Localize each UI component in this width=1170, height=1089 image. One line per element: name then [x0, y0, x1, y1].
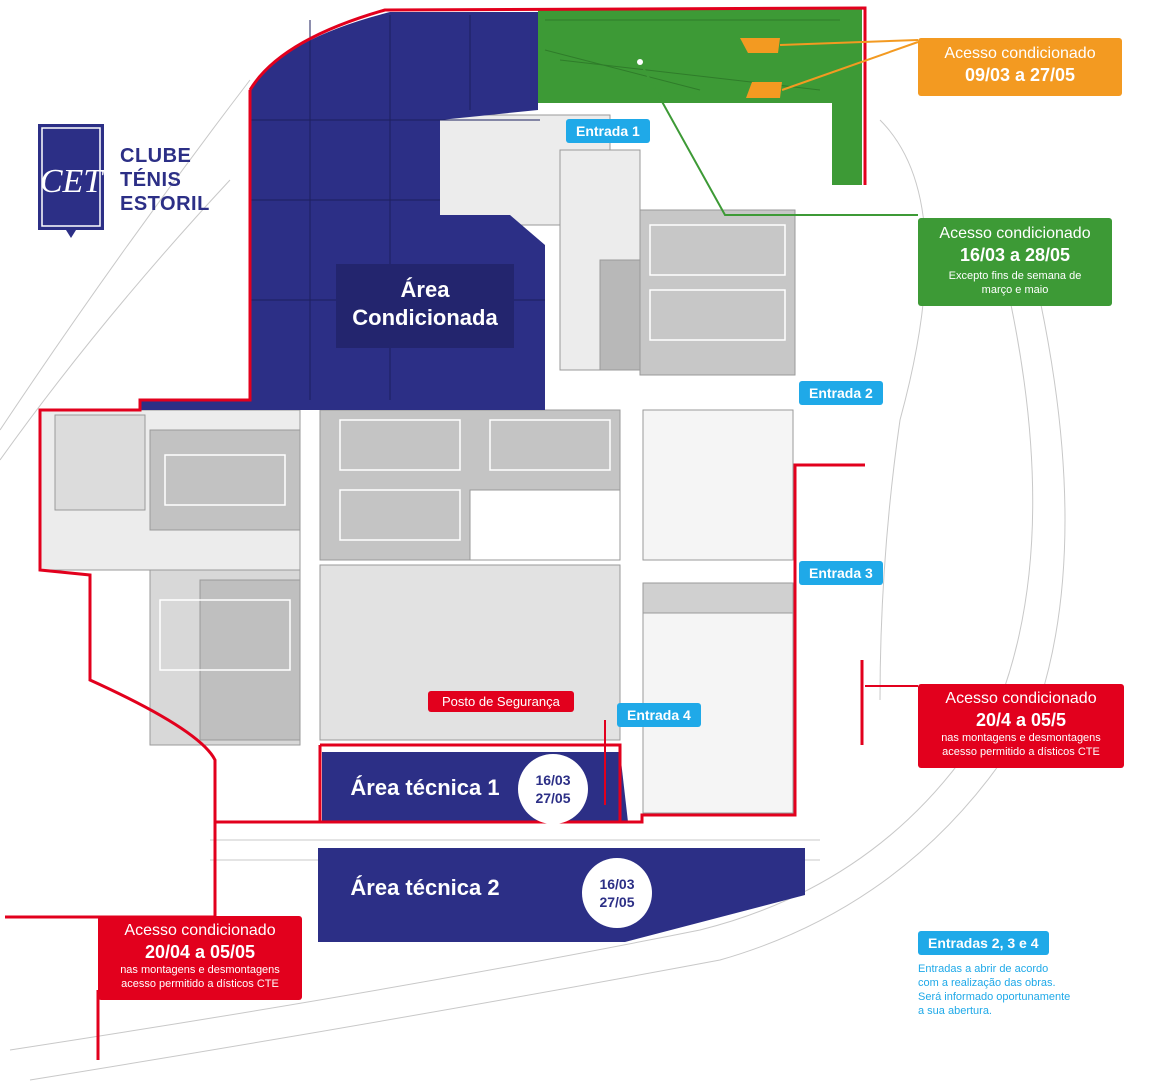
callout-red-right-line3: nas montagens e desmontagens: [941, 732, 1101, 744]
callout-green: Acesso condicionado 16/03 a 28/05 Except…: [918, 218, 1112, 306]
crest-monogram: CET: [40, 163, 104, 200]
orange-parking-1: [740, 38, 780, 53]
area-tecnica-2-date-start: 16/03: [599, 876, 635, 892]
callout-green-line3: Excepto fins de semana de: [948, 270, 1082, 282]
entrances-note-line2: com a realização das obras.: [918, 977, 1056, 989]
area-tecnica-2-shape: [318, 848, 805, 942]
callout-red-right-line2: 20/4 a 05/5: [975, 710, 1067, 730]
area-condicionada-line2: Condicionada: [352, 305, 498, 330]
entrance-3: Entrada 3: [799, 561, 883, 585]
callout-red-left: Acesso condicionado 20/04 a 05/05 nas mo…: [98, 916, 302, 1000]
orange-parking-2: [746, 82, 782, 98]
callout-green-line4: março e maio: [981, 284, 1049, 296]
callout-orange: Acesso condicionado 09/03 a 27/05: [918, 38, 1122, 96]
club-name: CLUBE TÉNIS ESTORIL: [120, 144, 210, 216]
green-access-zone: [538, 8, 862, 185]
entrances-note-line3: Será informado oportunamente: [918, 991, 1071, 1003]
area-tecnica-2-label: Área técnica 2: [350, 875, 500, 900]
area-tecnica-1-dates: 16/03 27/05: [518, 754, 588, 824]
club-name-line2: TÉNIS: [120, 169, 182, 191]
road-lines: [0, 79, 1066, 1081]
entrances-note-line1: Entradas a abrir de acordo: [918, 963, 1049, 975]
area-condicionada-label: Área Condicionada: [336, 276, 514, 332]
area-tecnica-2-date-end: 27/05: [599, 894, 635, 910]
callout-orange-line1: Acesso condicionado: [944, 45, 1096, 62]
green-anchor-dot: [637, 59, 643, 65]
entrance-4: Entrada 4: [617, 703, 701, 727]
callout-connectors: [604, 39, 919, 805]
entrance-1: Entrada 1: [566, 119, 650, 143]
security-post-label: Posto de Segurança: [428, 691, 574, 712]
callout-red-left-line3: nas montagens e desmontagens: [120, 964, 280, 976]
callout-red-right-line1: Acesso condicionado: [945, 690, 1097, 707]
club-name-line1: CLUBE: [120, 145, 192, 167]
entrances-note-title: Entradas 2, 3 e 4: [918, 931, 1049, 955]
area-tecnica-1-label: Área técnica 1: [350, 775, 500, 800]
entrances-note-line4: a sua abertura.: [918, 1005, 992, 1017]
court-lines: [159, 224, 786, 671]
callout-orange-line2: 09/03 a 27/05: [964, 65, 1076, 85]
area-tecnica-1-date-start: 16/03: [535, 772, 571, 788]
entrances-note: Entradas a abrir de acordo com a realiza…: [918, 962, 1138, 1018]
callout-green-line1: Acesso condicionado: [939, 225, 1091, 242]
callout-red-left-line1: Acesso condicionado: [124, 922, 276, 939]
callout-red-left-line2: 20/04 a 05/05: [144, 942, 256, 962]
callout-green-line2: 16/03 a 28/05: [959, 245, 1071, 265]
area-tecnica-1-date-end: 27/05: [535, 790, 571, 806]
club-logo: CET CLUBE TÉNIS ESTORIL: [36, 122, 226, 242]
callout-red-right: Acesso condicionado 20/4 a 05/5 nas mont…: [918, 684, 1124, 768]
club-name-line3: ESTORIL: [120, 193, 210, 215]
buildings: [39, 114, 796, 814]
entrance-2: Entrada 2: [799, 381, 883, 405]
area-condicionada-line1: Área: [400, 277, 450, 302]
callout-red-left-line4: acesso permitido a dísticos CTE: [121, 978, 279, 990]
club-crest-icon: CET: [38, 124, 104, 238]
area-tecnica-2-dates: 16/03 27/05: [582, 858, 652, 928]
restricted-area-label-bg: [336, 264, 514, 348]
callout-red-right-line4: acesso permitido a dísticos CTE: [942, 746, 1100, 758]
